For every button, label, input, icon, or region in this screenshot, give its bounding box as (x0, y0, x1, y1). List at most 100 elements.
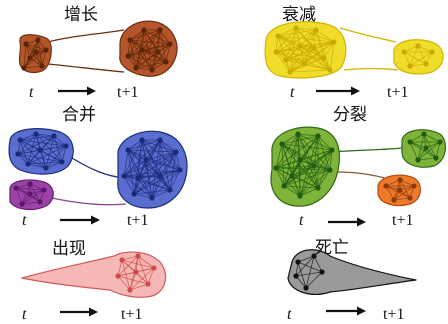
network-node (151, 265, 157, 271)
arrow-head (89, 307, 98, 317)
network-edge (299, 29, 317, 47)
network-node (297, 43, 303, 49)
network-node (33, 131, 39, 137)
network-node (433, 155, 439, 161)
network-edge (19, 139, 67, 147)
network-edge (313, 41, 335, 49)
network-edge (19, 133, 37, 141)
network-edge (297, 133, 301, 161)
network-edge (409, 141, 437, 159)
decay-connector-top (339, 27, 397, 43)
growth-network-t1 (125, 27, 173, 73)
network-edge (123, 175, 135, 195)
network-node (297, 157, 303, 163)
network-edge (39, 145, 67, 151)
network-edge (121, 259, 131, 291)
network-edge (299, 149, 333, 197)
network-edge (35, 133, 55, 137)
network-node (37, 199, 43, 205)
network-edge (297, 255, 315, 263)
network-edge (295, 27, 301, 47)
network-edge (123, 175, 171, 191)
network-node (177, 167, 183, 173)
growth-t1-label: t+1 (117, 84, 139, 101)
network-edge (17, 133, 37, 155)
network-node (397, 177, 403, 183)
network-node (173, 149, 179, 155)
decay-network-t1 (401, 43, 435, 69)
network-node (401, 49, 407, 55)
network-node (37, 147, 43, 153)
decay-community-t1 (393, 39, 444, 75)
network-edge (127, 139, 161, 151)
network-edge (295, 27, 335, 43)
network-edge (135, 267, 155, 273)
network-edge (291, 165, 315, 177)
network-edge (21, 189, 45, 205)
network-edge (123, 175, 153, 199)
network-edge (285, 47, 315, 61)
network-edge (147, 267, 155, 285)
split-network-t0 (273, 131, 335, 199)
decay-t0-label: t (290, 84, 295, 101)
network-node (311, 163, 317, 169)
network-edge (35, 133, 63, 163)
network-edge (41, 49, 47, 67)
network-edge (137, 255, 155, 269)
network-edge (409, 133, 425, 143)
network-node (59, 159, 65, 165)
network-node (289, 173, 295, 179)
network-edge (151, 189, 171, 199)
network-edge (53, 135, 63, 163)
network-edge (317, 135, 331, 171)
network-edge (17, 153, 63, 163)
network-node (415, 157, 421, 163)
network-node (315, 133, 321, 139)
network-edge (123, 159, 147, 177)
network-edge (141, 29, 161, 51)
split-network-t1-orange (383, 177, 417, 203)
network-edge (281, 143, 331, 171)
network-edge (297, 261, 323, 273)
panel-birth-title: 出现 (52, 239, 86, 259)
network-edge (283, 169, 331, 187)
network-node (397, 187, 403, 193)
network-edge (283, 149, 333, 187)
network-edge (285, 59, 331, 71)
network-edge (27, 163, 47, 169)
network-edge (329, 149, 333, 171)
network-edge (137, 159, 147, 179)
network-edge (123, 169, 181, 177)
network-edge (175, 151, 181, 171)
network-edge (299, 45, 331, 71)
network-edge (141, 139, 147, 161)
network-edge (435, 141, 441, 159)
network-edge (275, 45, 301, 53)
network-edge (127, 39, 131, 57)
network-node (133, 269, 139, 275)
merge-connector-blue (71, 157, 125, 179)
network-edge (291, 135, 319, 177)
decay-t1-label: t+1 (387, 84, 409, 101)
network-edge (127, 149, 139, 179)
network-node (33, 49, 39, 55)
network-edge (137, 177, 171, 191)
network-edge (409, 141, 427, 149)
network-edge (275, 159, 301, 169)
network-edge (141, 49, 159, 53)
network-edge (393, 197, 411, 201)
network-edge (281, 143, 285, 187)
network-edge (127, 149, 161, 177)
network-edge (295, 271, 323, 277)
network-edge (39, 135, 55, 151)
network-edge (151, 61, 167, 71)
network-edge (121, 259, 137, 273)
network-node (155, 49, 161, 55)
network-edge (283, 159, 301, 187)
network-edge (117, 275, 131, 291)
growth-arrow (58, 86, 96, 96)
network-node (293, 25, 299, 31)
split-arrow (328, 217, 366, 227)
network-node (135, 253, 141, 259)
network-node (41, 187, 47, 193)
